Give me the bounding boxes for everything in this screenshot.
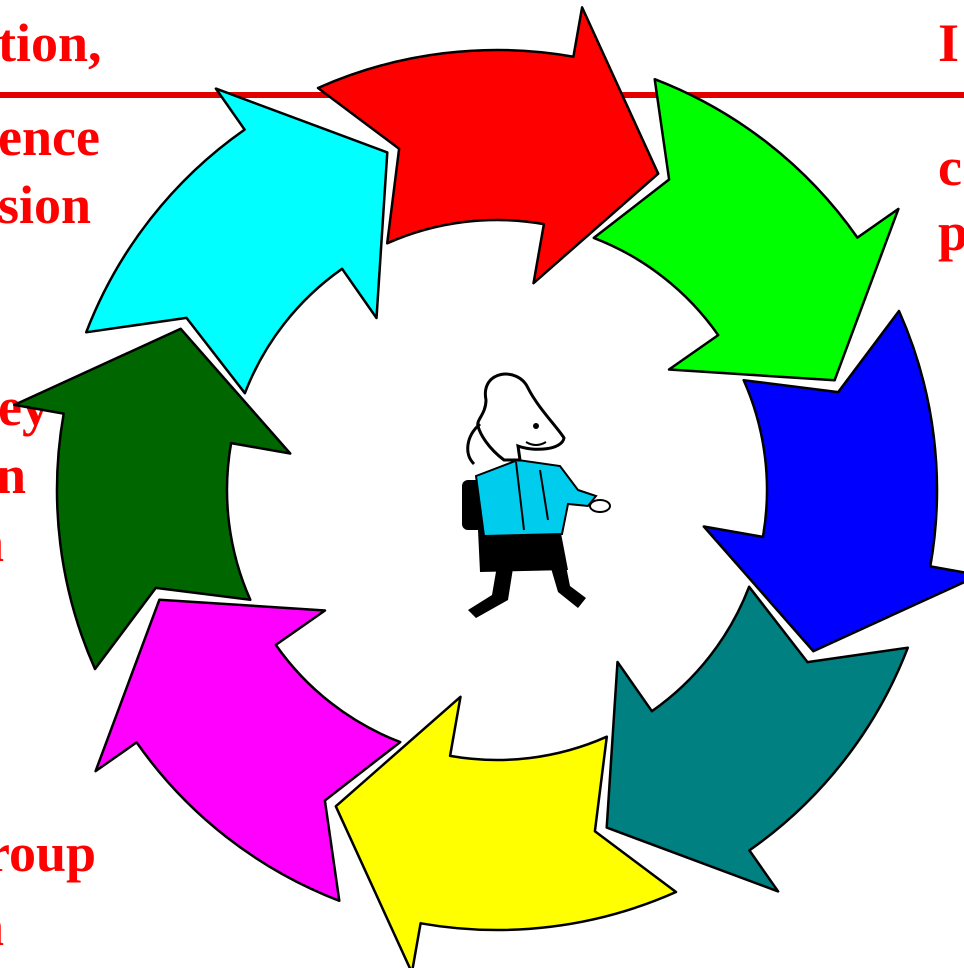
left-line-8: n: [0, 900, 4, 954]
dark-green-arrow: [13, 327, 292, 671]
left-line-2: ence: [0, 107, 100, 167]
right-line-1: I: [938, 13, 960, 73]
red-arrow: [316, 6, 660, 285]
left-line-6: n: [0, 516, 4, 570]
left-line-5: n: [0, 445, 27, 505]
green-arrow: [592, 77, 900, 382]
right-line-2: c: [938, 137, 962, 197]
left-line-1: tion,: [0, 13, 102, 73]
left-line-7: roup: [0, 823, 97, 883]
right-line-3: p: [938, 202, 964, 262]
left-line-3: sion: [0, 175, 92, 235]
yellow-arrow: [334, 695, 678, 968]
teal-arrow: [605, 585, 910, 893]
cyan-arrow: [84, 87, 389, 395]
magenta-arrow: [94, 598, 402, 903]
walking-person-icon: [462, 372, 611, 618]
blue-arrow: [702, 309, 964, 653]
cycle-arrows: [13, 6, 964, 968]
